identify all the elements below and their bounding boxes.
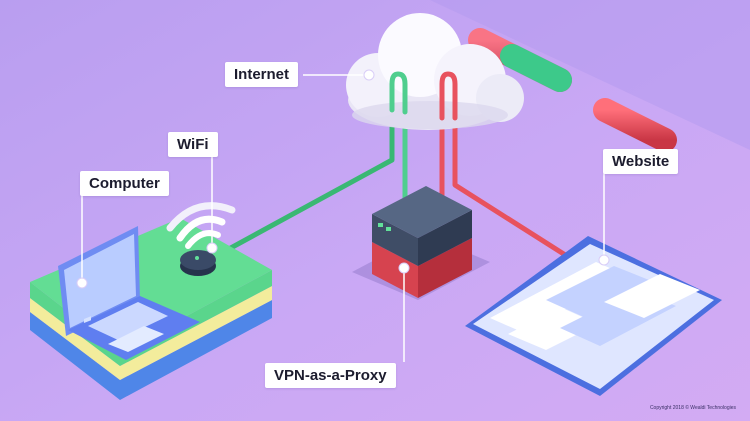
wifi-signal-arc xyxy=(176,215,226,242)
website-page xyxy=(465,236,722,396)
leader-lines xyxy=(81,74,605,362)
internet-label: Internet xyxy=(225,62,299,87)
wifi-label: WiFi xyxy=(168,132,218,157)
wifi-router xyxy=(166,202,236,276)
background-stripe xyxy=(430,0,750,150)
cloud-pipes xyxy=(389,71,458,121)
leader-dots xyxy=(76,69,610,289)
vpn-proxy-label: VPN-as-a-Proxy xyxy=(265,363,396,388)
website-label: Website xyxy=(603,149,679,174)
top-tubes xyxy=(468,28,677,152)
laptop xyxy=(58,226,200,360)
copyright-text: Copyright 2018 © Wealdi Technologies xyxy=(649,405,736,411)
computer-label: Computer xyxy=(80,171,169,196)
proxy-server xyxy=(352,186,490,300)
